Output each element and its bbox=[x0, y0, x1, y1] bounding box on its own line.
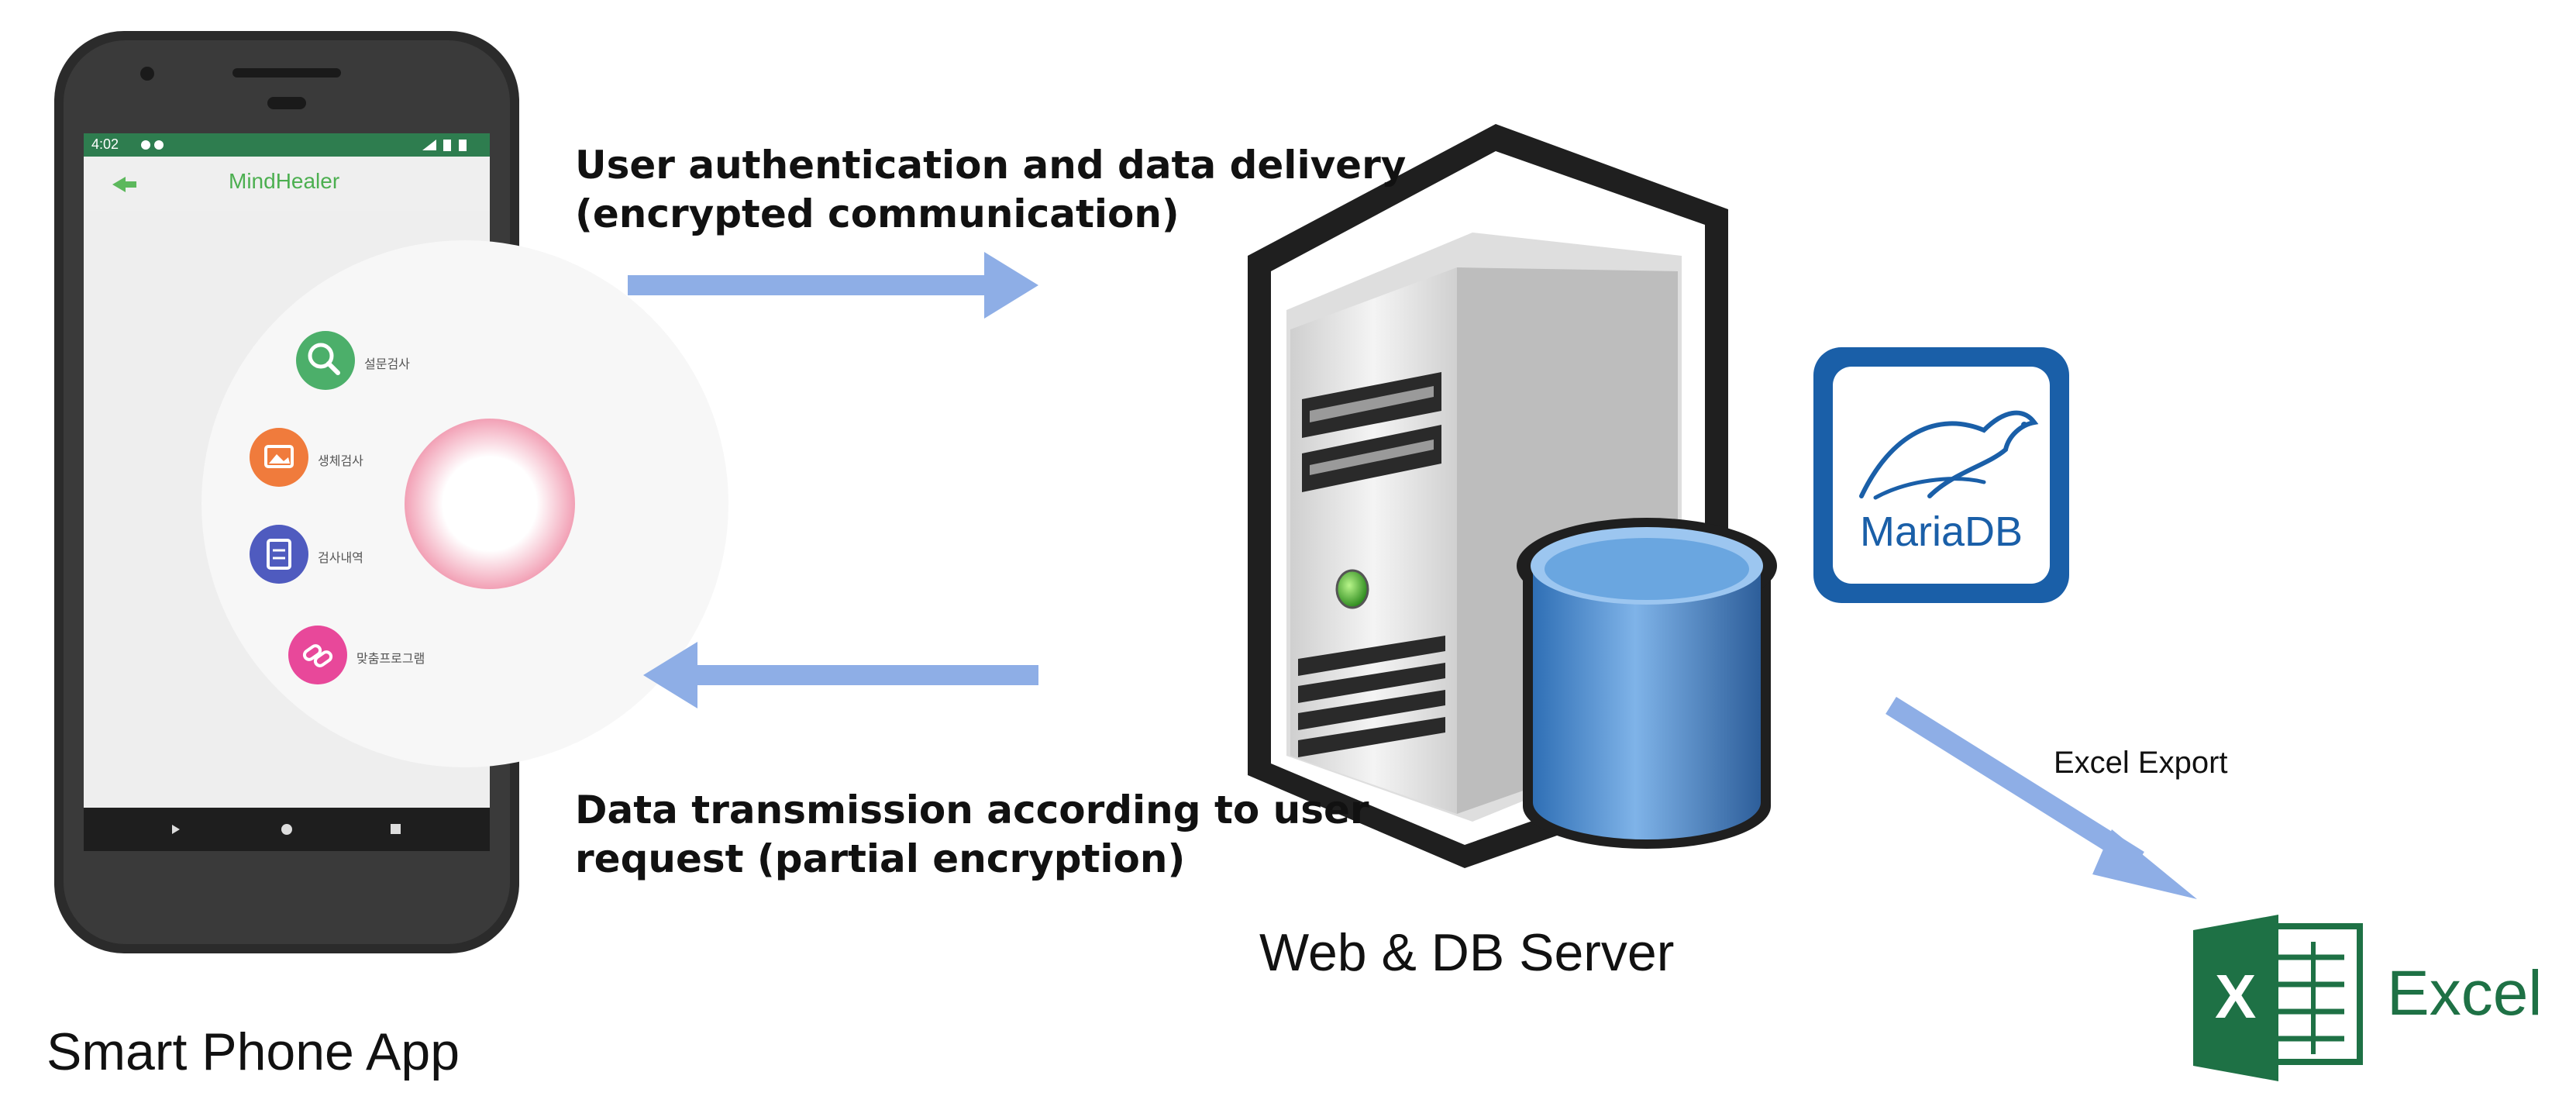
nav-home-icon bbox=[281, 824, 292, 835]
bottom-arrow-label-line2: request (partial encryption) bbox=[575, 836, 1186, 881]
phone-status-time: 4:02 bbox=[91, 136, 119, 152]
sea-lion-icon bbox=[1859, 410, 2039, 500]
menu-item-1-label[interactable]: 설문검사 bbox=[364, 358, 410, 371]
menu-item-2-label[interactable]: 생체검사 bbox=[318, 455, 363, 468]
server-caption: Web & DB Server bbox=[1259, 923, 1675, 982]
top-arrow-label-line2: (encrypted communication) bbox=[575, 191, 1180, 236]
phone-camera bbox=[140, 67, 154, 81]
arrow-app-to-server bbox=[628, 252, 1038, 319]
nav-back-icon bbox=[172, 825, 180, 834]
status-bar bbox=[84, 133, 490, 157]
top-arrow-label-line1: User authentication and data delivery bbox=[575, 143, 1407, 188]
phone-caption: Smart Phone App bbox=[46, 1022, 460, 1081]
menu-item-4-icon bbox=[288, 626, 347, 684]
mariadb-logo-text: MariaDB bbox=[1859, 508, 2023, 555]
nav-recent-icon bbox=[391, 824, 401, 834]
arrow-server-to-app bbox=[643, 642, 1038, 708]
menu-item-3-label[interactable]: 검사내역 bbox=[318, 552, 363, 565]
menu-item-2-icon bbox=[250, 428, 308, 487]
power-led-icon bbox=[1335, 569, 1369, 609]
menu-item-1-icon bbox=[296, 331, 355, 390]
app-title: MindHealer bbox=[229, 169, 340, 193]
arrow-server-to-excel bbox=[1886, 696, 2197, 899]
menu-item-3-icon bbox=[250, 525, 308, 584]
excel-export-label: Excel Export bbox=[2054, 746, 2228, 780]
excel-label: Excel bbox=[2387, 958, 2543, 1029]
smartphone bbox=[54, 31, 728, 953]
bottom-arrow-label-line1: Data transmission according to user bbox=[575, 788, 1369, 832]
app-bar bbox=[84, 157, 490, 211]
menu-item-4-label[interactable]: 맞춤프로그램 bbox=[356, 653, 425, 666]
database-cylinder-icon bbox=[1517, 518, 1777, 849]
mariadb-logo bbox=[1813, 347, 2069, 603]
excel-icon bbox=[2193, 915, 2363, 1081]
excel-icon-letter: X bbox=[2215, 962, 2257, 1031]
back-arrow-icon bbox=[112, 177, 136, 192]
phone-speaker bbox=[232, 68, 341, 78]
